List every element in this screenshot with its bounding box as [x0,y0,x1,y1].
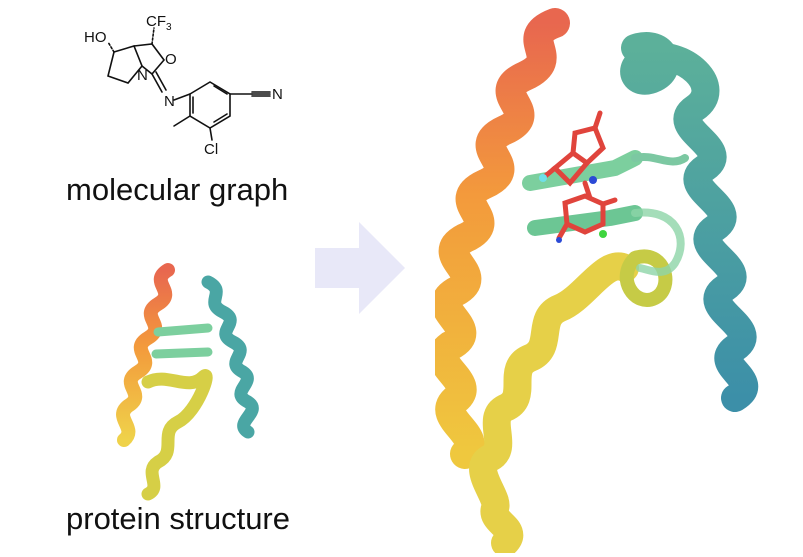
molecular-graph-drawing: HO CF3 O N N N Cl [84,13,283,158]
protein-structure-caption: protein structure [66,501,290,536]
chlorine-label: Cl [204,141,218,158]
transform-arrow [315,222,405,314]
ligand [540,110,618,241]
hydroxyl-label: HO [84,29,107,46]
helix-2 [141,369,213,501]
protein-structure-small [116,263,259,501]
helix-orange [435,8,570,469]
ligand-fluorine-atom [539,174,547,182]
helix-1 [116,263,175,447]
sheet-strand-upper [522,150,643,191]
cf3-label: CF3 [146,13,172,33]
ligand-chlorine-atom [599,230,607,238]
nitrile-nitrogen-label: N [272,86,283,103]
helix-yellow-turn [619,249,673,307]
loop-1 [631,152,689,166]
helix-teal [620,32,759,412]
benzene-ring [189,81,231,129]
helix-3 [201,275,259,439]
ligand-nitrile-atom [556,237,562,243]
sheet-strand-1 [153,323,213,337]
ring-oxygen-label: O [165,51,177,68]
protein-ligand-complex [435,8,759,553]
pyrrolidine-ring [107,45,143,84]
sheet-strand-2 [151,347,213,359]
helix-yellow [469,252,639,553]
ligand-nitrogen-atom [589,176,597,184]
ring-nitrogen-label: N [137,67,148,84]
imine-nitrogen-label: N [164,93,175,110]
loop-2 [631,208,685,276]
molecular-graph-caption: molecular graph [66,172,289,207]
oxazolidine-ring [133,43,166,76]
sheet-strand-lower [527,205,643,236]
